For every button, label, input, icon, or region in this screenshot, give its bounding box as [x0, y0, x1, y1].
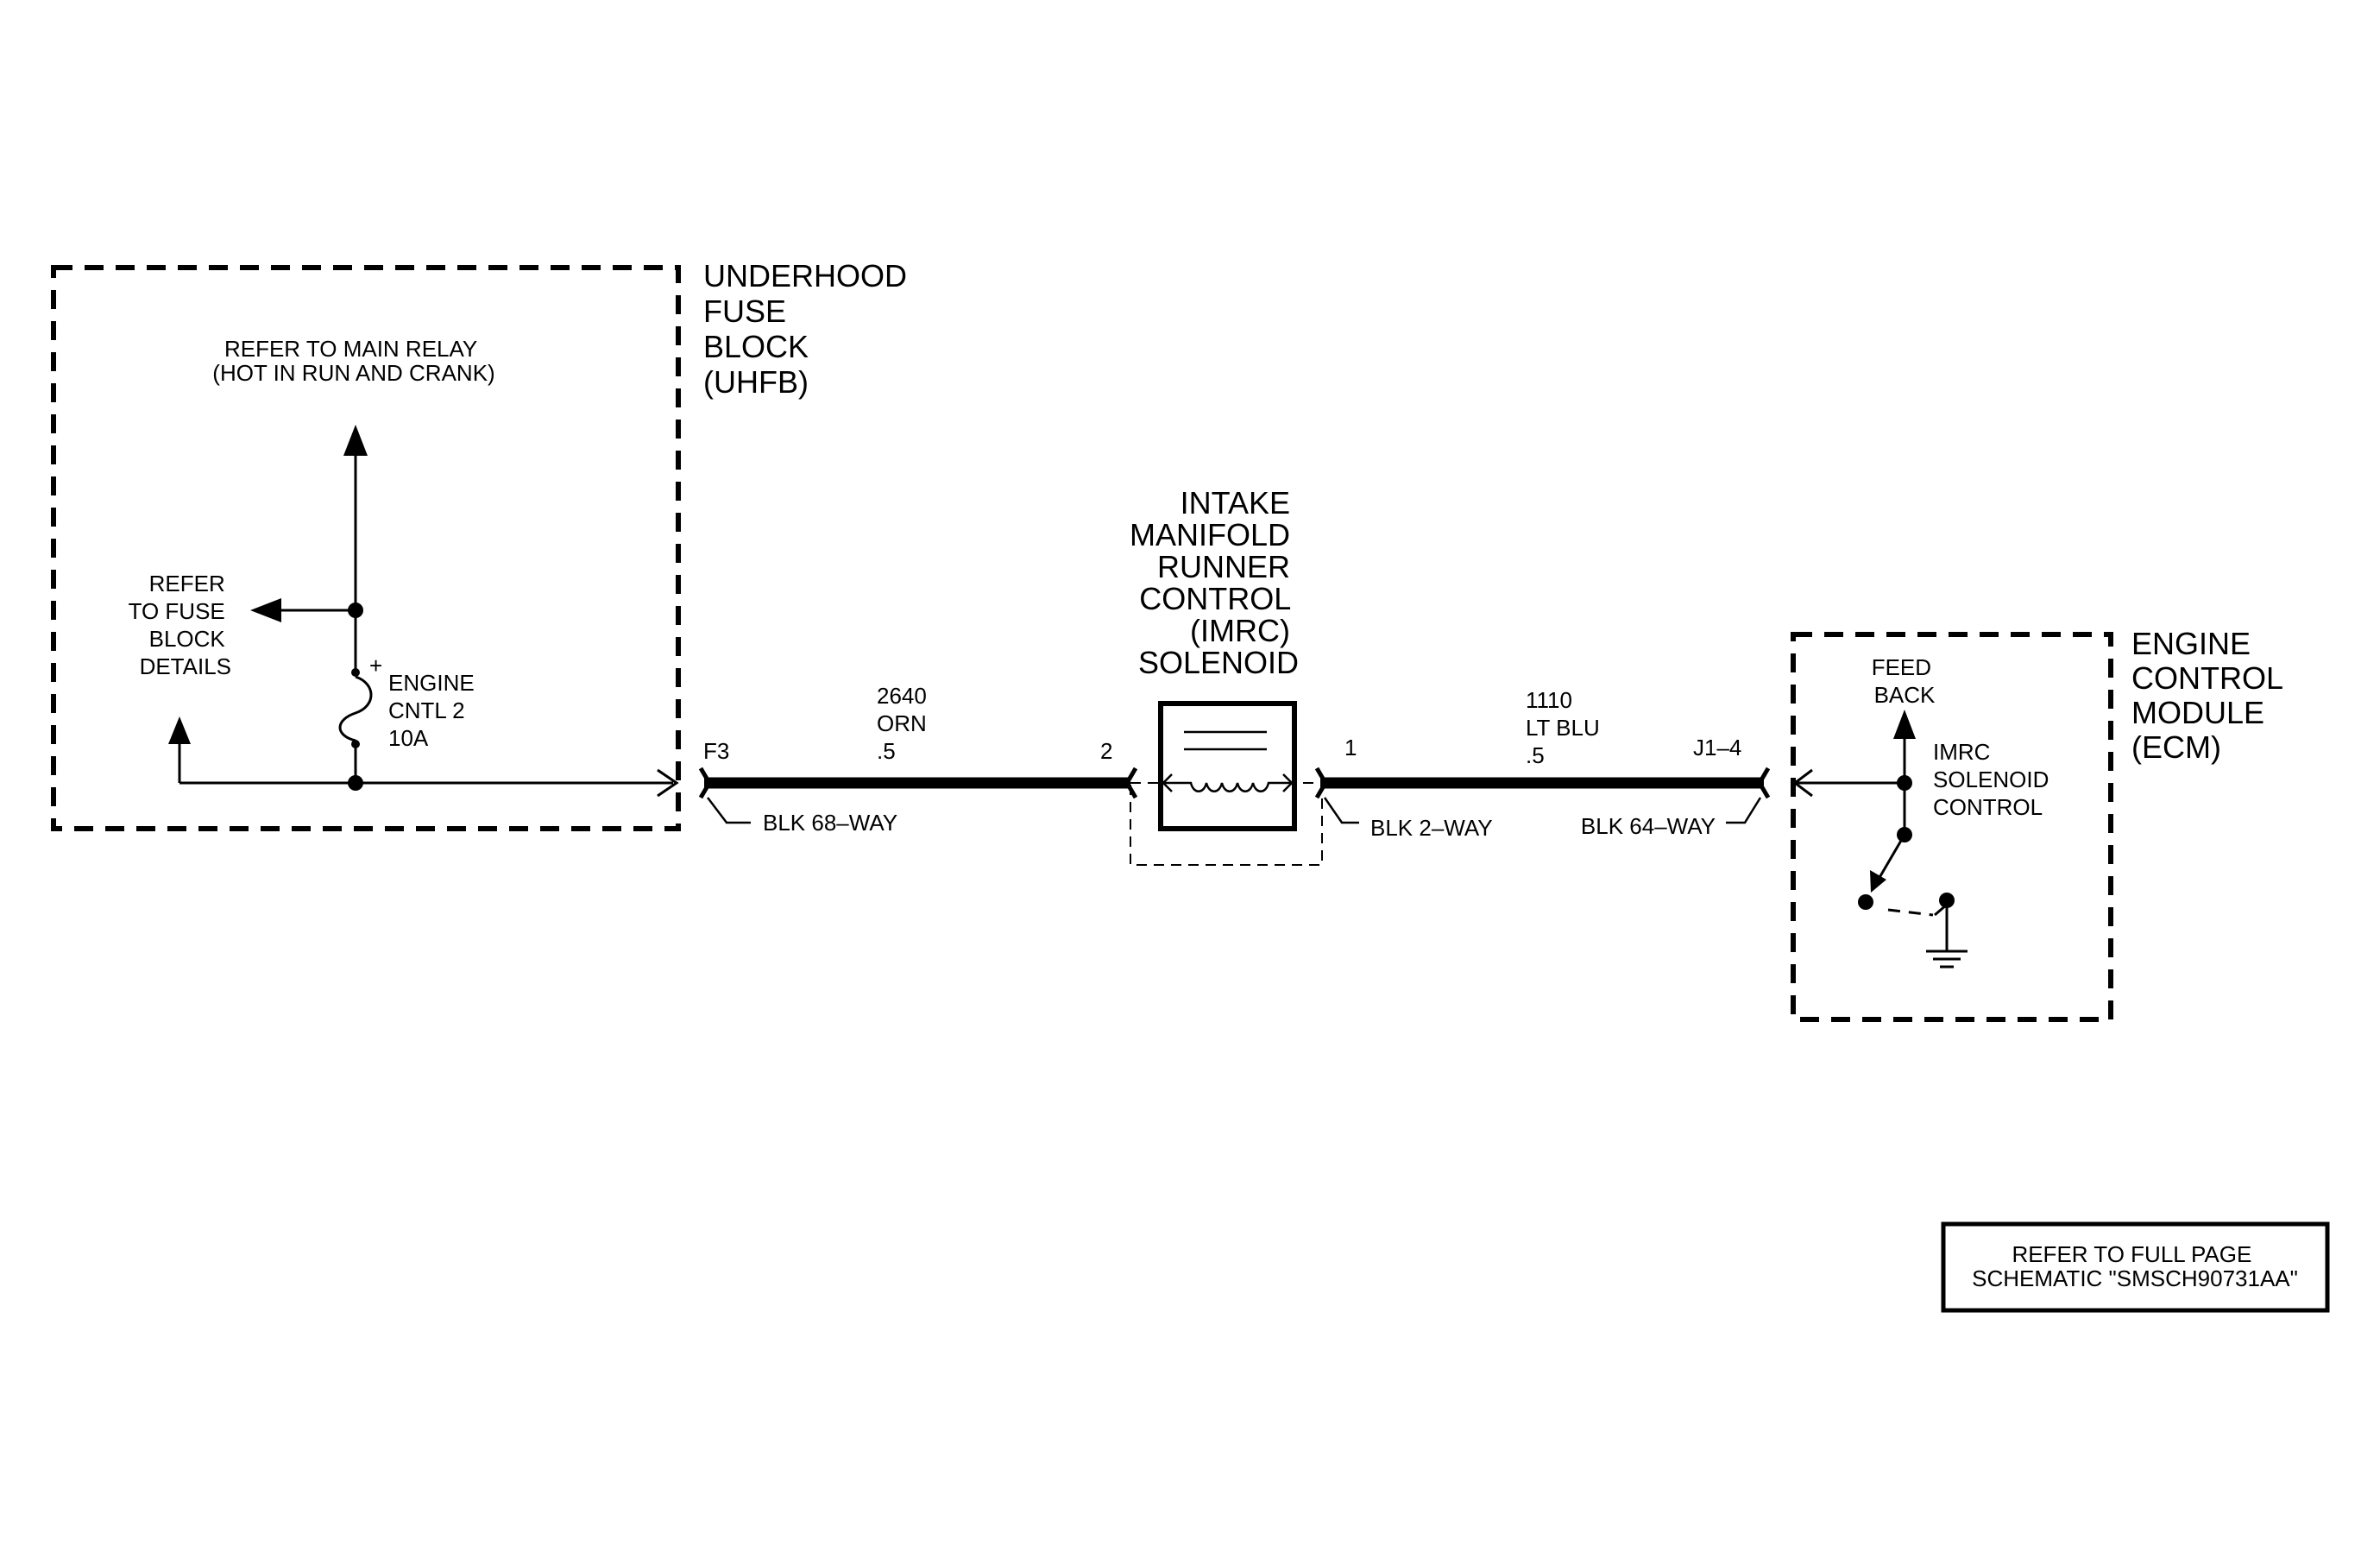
- fuse-polarity: +: [369, 653, 382, 678]
- connector-64-way-label: BLK 64–WAY: [1581, 813, 1716, 839]
- circuit-1110-label: 1110 LT BLU .5: [1526, 687, 1606, 768]
- connector-68-way-label: BLK 68–WAY: [763, 810, 897, 836]
- fuse-terminal-top: [351, 668, 360, 677]
- coil-terminal-left-icon: [1162, 773, 1173, 792]
- connector-f3-terminal-icon: [698, 767, 712, 799]
- pin-1-label: 1: [1344, 735, 1357, 760]
- imrc-control-label: IMRC SOLENOID CONTROL: [1933, 739, 2056, 820]
- circuit-2640: F3 2640 ORN .5 2 BLK 68–WAY: [698, 683, 1138, 836]
- fuse-block-reference: REFER TO FUSE BLOCK DETAILS: [129, 571, 231, 679]
- uhfb-output-arrow-icon: [657, 768, 679, 798]
- coil-terminal-right-icon: [1282, 773, 1294, 792]
- note-text: REFER TO FULL PAGE SCHEMATIC "SMSCH90731…: [1972, 1241, 2298, 1291]
- schematic-reference-note: REFER TO FULL PAGE SCHEMATIC "SMSCH90731…: [1941, 1221, 2330, 1313]
- ground-icon: [1926, 950, 1968, 969]
- pin-j1-4-label: J1–4: [1693, 735, 1741, 760]
- uhfb-section: UNDERHOOD FUSE BLOCK (UHFB) REFER TO MAI…: [51, 258, 916, 831]
- note-box: [1941, 1221, 2330, 1313]
- fuse-label: ENGINE CNTL 2 10A: [388, 670, 481, 751]
- fuse-icon: [338, 675, 373, 742]
- uhfb-title: UNDERHOOD FUSE BLOCK (UHFB): [703, 258, 916, 400]
- feedback-arrow-icon: [1893, 710, 1916, 739]
- switch-arm: [1876, 834, 1906, 881]
- connector-1-terminal-icon: [1314, 767, 1328, 799]
- ecm-dashed-border: [1791, 632, 2113, 1022]
- connector-2-terminal-icon: [1124, 767, 1138, 799]
- connector-j1-4-terminal-icon: [1757, 767, 1771, 799]
- circuit-1110: 1 1110 LT BLU .5 J1–4 BLK 2–WAY BLK 64–W…: [1314, 687, 1771, 841]
- switch-arrow-icon: [1870, 870, 1886, 893]
- main-relay-arrow-icon: [343, 425, 368, 456]
- ecm-section: ENGINE CONTROL MODULE (ECM) FEED BACK IM…: [1791, 626, 2291, 1022]
- connector-2-way-leader: [1323, 797, 1359, 824]
- ecm-input-arrow-icon: [1792, 768, 1813, 798]
- feedback-label: FEED BACK: [1872, 654, 1938, 708]
- connector-2-way-label: BLK 2–WAY: [1370, 815, 1493, 841]
- solenoid-coil-icon: [1163, 781, 1292, 792]
- pin-f3-label: F3: [703, 738, 729, 764]
- uhfb-return-arrow-icon: [168, 716, 191, 744]
- switch-link-dashed: [1887, 908, 1934, 917]
- solenoid-body: [1158, 701, 1297, 831]
- pin-2-label: 2: [1100, 738, 1112, 764]
- connector-64-way-leader: [1726, 797, 1762, 824]
- uhfb-dashed-border: [51, 265, 681, 831]
- solenoid-title: INTAKE MANIFOLD RUNNER CONTROL (IMRC) SO…: [1130, 485, 1299, 680]
- connector-68-way-leader: [707, 797, 751, 824]
- imrc-solenoid: INTAKE MANIFOLD RUNNER CONTROL (IMRC) SO…: [1130, 485, 1323, 866]
- switch-contact-left: [1858, 894, 1873, 910]
- ecm-title: ENGINE CONTROL MODULE (ECM): [2131, 626, 2291, 765]
- circuit-2640-label: 2640 ORN .5: [877, 683, 933, 764]
- fuse-block-details-arrow-icon: [250, 598, 281, 622]
- main-relay-reference: REFER TO MAIN RELAY (HOT IN RUN AND CRAN…: [212, 336, 494, 386]
